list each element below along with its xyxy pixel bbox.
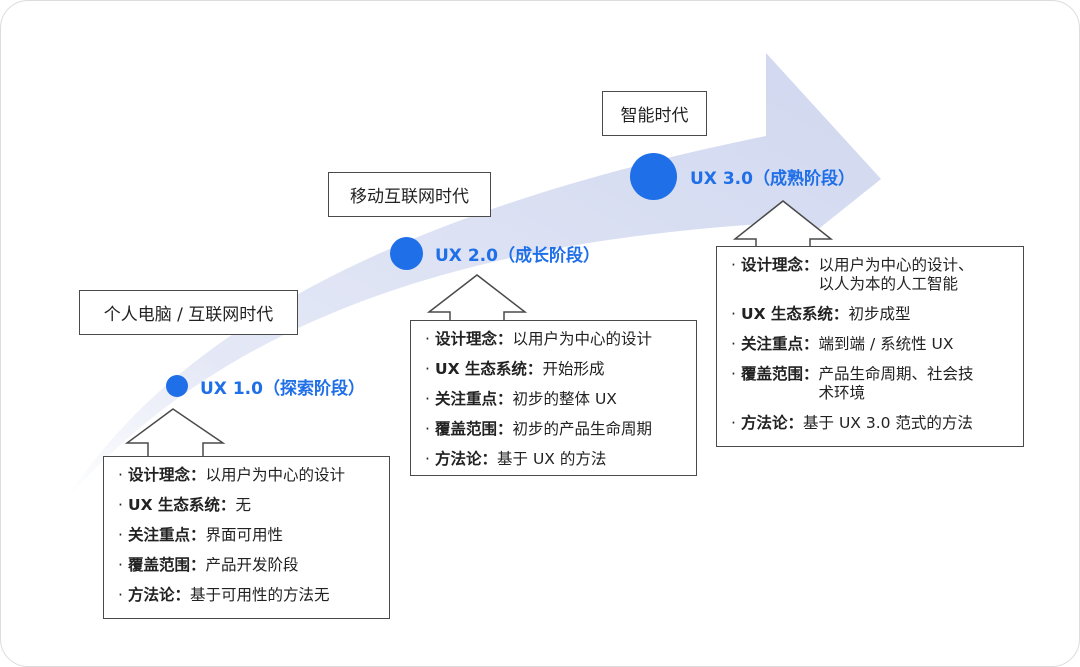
detail-row: · 覆盖范围：产品生命周期、社会技 术环境 [731,365,1011,403]
bullet: · [118,496,123,514]
detail-value: 产品开发阶段 [205,556,299,574]
detail-key: 设计理念： [435,330,513,348]
detail-row: · 关注重点：端到端 / 系统性 UX [731,335,1011,354]
detail-key: UX 生态系统： [435,360,543,378]
detail-key: UX 生态系统： [128,496,236,514]
detail-key: 关注重点： [435,390,513,408]
stage-dot-2 [390,236,423,270]
detail-row: · UX 生态系统：开始形成 [425,360,684,379]
detail-value: 基于 UX 的方法 [497,450,607,468]
era-label-intelligent: 智能时代 [602,91,707,136]
stage-ux-3: UX 3.0（成熟阶段） [630,152,855,200]
bullet: · [731,335,736,353]
detail-row: · 覆盖范围：产品开发阶段 [118,556,377,575]
bullet: · [425,330,430,348]
detail-value: 基于可用性的方法无 [190,586,330,604]
bullet: · [425,360,430,378]
bullet: · [118,556,123,574]
details-box-ux-2: · 设计理念：以用户为中心的设计 · UX 生态系统：开始形成 · 关注重点：初步的整… [410,320,697,476]
detail-value: 无 [235,496,251,514]
bullet: · [731,305,736,323]
stage-ux-1-label: UX 1.0（探索阶段） [200,378,365,399]
bullet: · [425,450,430,468]
detail-row: · UX 生态系统：无 [118,496,377,515]
detail-row: · 关注重点：初步的整体 UX [425,390,684,409]
detail-row: · UX 生态系统：初步成型 [731,305,1011,324]
bullet: · [118,466,123,484]
arrow-body [65,53,881,501]
detail-key: UX 生态系统： [741,305,849,323]
detail-value: 以用户为中心的设计 [512,330,653,348]
detail-key: 关注重点： [741,335,819,353]
detail-row: · 关注重点：界面可用性 [118,526,377,545]
bullet: · [425,420,430,438]
detail-row: · 设计理念：以用户为中心的设计 [425,330,684,349]
stage-dot-1 [166,375,188,397]
detail-row: · 方法论：基于 UX 3.0 范式的方法 [731,414,1011,433]
bullet: · [731,256,736,274]
detail-row: · 设计理念：以用户为中心的设计 [118,466,377,485]
detail-row: · 设计理念：以用户为中心的设计、 以人为本的人工智能 [731,256,1011,294]
detail-key: 覆盖范围： [741,365,819,383]
detail-value: 以用户为中心的设计 [205,466,346,484]
stage-ux-2-label: UX 2.0（成长阶段） [435,245,600,266]
detail-value: 初步的整体 UX [512,390,617,408]
detail-key: 设计理念： [128,466,206,484]
detail-key: 方法论： [128,586,191,604]
detail-key: 方法论： [435,450,498,468]
detail-row: · 方法论：基于 UX 的方法 [425,450,684,469]
detail-value: 端到端 / 系统性 UX [818,335,954,353]
detail-value: 初步成型 [848,305,911,323]
bullet: · [425,390,430,408]
detail-value: 产品生命周期、社会技 术环境 [818,365,974,402]
era-label-pc-internet: 个人电脑 / 互联网时代 [79,290,298,335]
detail-key: 设计理念： [741,256,819,274]
detail-value: 初步的产品生命周期 [512,420,653,438]
detail-value: 界面可用性 [205,526,284,544]
detail-value: 以用户为中心的设计、 以人为本的人工智能 [818,256,974,293]
stage-ux-3-label: UX 3.0（成熟阶段） [690,168,855,189]
details-box-ux-3: · 设计理念：以用户为中心的设计、 以人为本的人工智能 · UX 生态系统：初步成型… [716,246,1024,447]
stage-ux-1: UX 1.0（探索阶段） [166,374,365,399]
bullet: · [731,414,736,432]
callout-pointer-2 [426,274,528,322]
detail-row: · 覆盖范围：初步的产品生命周期 [425,420,684,439]
bullet: · [731,365,736,383]
era-label-mobile-internet: 移动互联网时代 [328,172,491,217]
detail-value: 基于 UX 3.0 范式的方法 [803,414,973,432]
detail-key: 覆盖范围： [128,556,206,574]
bullet: · [118,526,123,544]
detail-key: 覆盖范围： [435,420,513,438]
stage-dot-3 [630,152,677,200]
detail-value: 开始形成 [542,360,605,378]
detail-key: 方法论： [741,414,804,432]
bullet: · [118,586,123,604]
detail-row: · 方法论：基于可用性的方法无 [118,586,377,605]
detail-key: 关注重点： [128,526,206,544]
details-box-ux-1: · 设计理念：以用户为中心的设计 · UX 生态系统：无 · 关注重点：界面可用性 ·… [103,456,390,619]
stage-ux-2: UX 2.0（成长阶段） [390,236,600,270]
